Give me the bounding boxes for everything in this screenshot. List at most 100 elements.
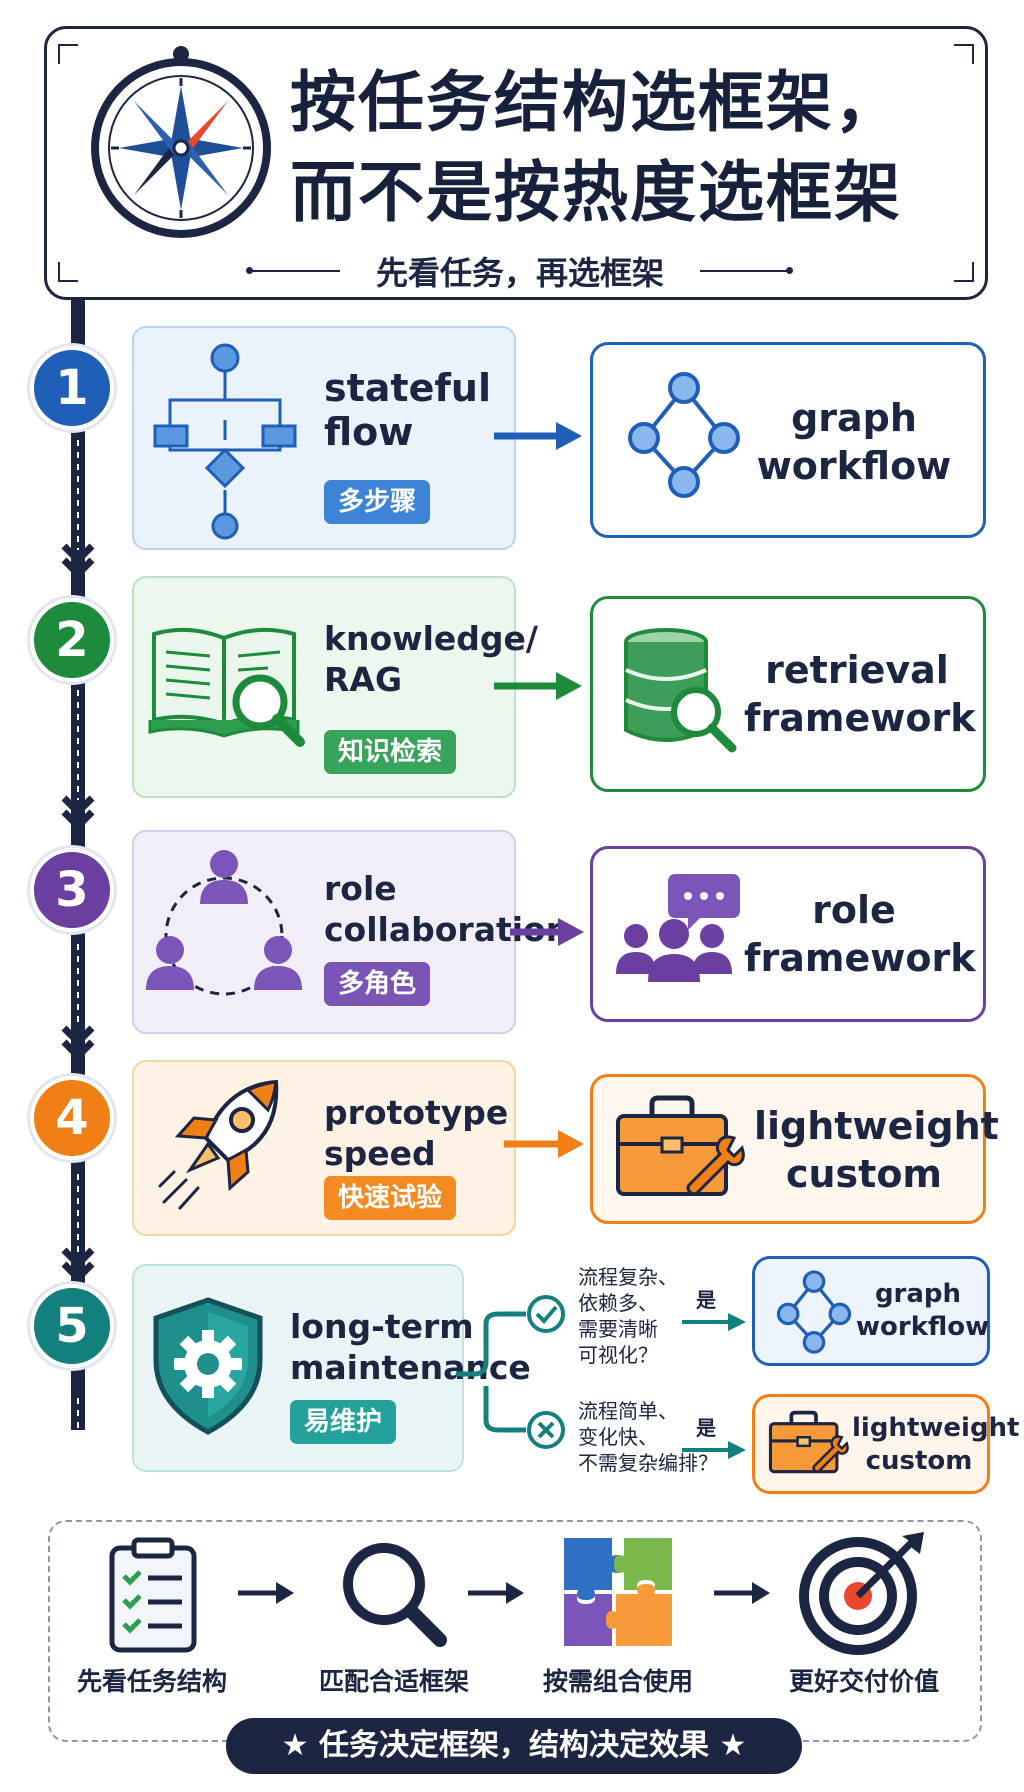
corner-mark	[58, 44, 78, 64]
graph-nodes-icon	[776, 1270, 852, 1354]
toolbox-wrench-icon	[768, 1410, 849, 1474]
target-label-line: retrieval	[765, 648, 949, 692]
condition-line: 可视化？	[578, 1343, 658, 1367]
process-step-label: 更好交付价值	[788, 1667, 939, 1696]
target-label-4: lightweight custom	[754, 1102, 999, 1198]
process-step-label: 匹配合适框架	[318, 1667, 469, 1696]
book-search-icon	[148, 627, 305, 747]
target-label-line: lightweight	[852, 1413, 1020, 1443]
title-line-1: 按任务结构选框架，	[290, 64, 902, 141]
arrow-right-icon	[504, 1130, 584, 1158]
target-label-line: framework	[744, 936, 976, 980]
step-number-4: 4	[30, 1076, 114, 1160]
page-title: 按任务结构选框架， 而不是按热度选框架	[290, 58, 980, 238]
process-step-label: 先看任务结构	[76, 1667, 227, 1696]
subtitle-rule-right	[700, 270, 790, 272]
team-cycle-icon	[146, 850, 302, 996]
arrow-right-icon	[238, 1582, 294, 1604]
condition-line: 不需复杂编排？	[578, 1451, 718, 1475]
database-search-icon	[624, 628, 737, 753]
step-label-line: RAG	[324, 660, 403, 699]
target-label-line: framework	[744, 696, 976, 740]
subtitle-dot	[786, 267, 793, 274]
step-number-5: 5	[30, 1284, 114, 1368]
arrow-right-icon	[510, 918, 584, 946]
process-step-label: 按需组合使用	[542, 1667, 693, 1696]
timeline-dash	[77, 440, 79, 550]
target-arrow-icon	[799, 1532, 924, 1655]
clipboard-checklist-icon	[109, 1537, 197, 1653]
condition-line: 流程复杂、	[578, 1265, 678, 1289]
step-badge-3: 多角色	[324, 962, 431, 1006]
step-label-line: role	[324, 869, 397, 908]
step-label-line: speed	[324, 1134, 436, 1173]
shield-gear-icon	[153, 1297, 263, 1435]
team-chat-icon	[616, 874, 740, 982]
branch-connector	[456, 1311, 526, 1433]
target-label-2: retrieval framework	[744, 646, 976, 742]
yes-label: 是	[696, 1416, 716, 1440]
step-number-2: 2	[30, 598, 114, 682]
step-label-5: long-term maintenance	[290, 1306, 531, 1388]
chevron-down-icon	[61, 543, 95, 579]
title-line-2: 而不是按热度选框架	[290, 154, 902, 231]
target-label-line: custom	[865, 1446, 973, 1476]
timeline-dash	[77, 1398, 79, 1428]
branch-target-label-1: graph workflow	[856, 1278, 990, 1344]
puzzle-icon	[564, 1538, 672, 1646]
condition-line: 需要清晰	[578, 1317, 658, 1341]
graph-nodes-icon	[628, 372, 740, 498]
target-label-3: role framework	[744, 886, 976, 982]
arrow-right-icon	[682, 1441, 746, 1459]
subtitle-dot	[246, 267, 253, 274]
chevron-down-icon	[61, 1247, 95, 1283]
arrow-right-icon	[714, 1582, 770, 1604]
yes-label: 是	[696, 1288, 716, 1312]
target-label-line: workflow	[856, 1312, 990, 1342]
step-number-1: 1	[30, 346, 114, 430]
chevron-down-icon	[61, 795, 95, 831]
corner-mark	[58, 262, 78, 282]
rocket-icon	[158, 1079, 279, 1210]
step-badge-1: 多步骤	[324, 480, 431, 524]
subtitle-rule-left	[250, 270, 340, 272]
step-label-4: prototype speed	[324, 1092, 508, 1174]
compass-icon	[91, 46, 271, 238]
target-card-1	[590, 342, 986, 538]
step-label-line: prototype	[324, 1093, 509, 1132]
timeline-dash	[77, 944, 79, 1024]
arrow-right-icon	[468, 1582, 524, 1604]
magnifier-icon	[343, 1543, 447, 1647]
target-label-line: workflow	[756, 444, 952, 488]
arrow-right-icon	[494, 672, 582, 700]
branch-condition-1: 流程复杂、 依赖多、 需要清晰 可视化？	[578, 1264, 678, 1368]
step-label-line: knowledge/	[324, 619, 538, 658]
target-label-line: custom	[785, 1152, 943, 1196]
arrow-right-icon	[682, 1313, 746, 1331]
x-circle-icon	[527, 1411, 565, 1449]
step-label-line: stateful	[324, 366, 491, 410]
timeline-dash	[77, 1174, 79, 1254]
step-number-3: 3	[30, 848, 114, 932]
target-label-line: graph	[791, 396, 917, 440]
target-label-1: graph workflow	[744, 394, 964, 490]
step-badge-4: 快速试验	[324, 1176, 457, 1220]
step-badge-5: 易维护	[290, 1400, 397, 1444]
step-label-line: long-term	[290, 1307, 474, 1346]
subtitle: 先看任务，再选框架	[375, 254, 664, 292]
target-card-3	[590, 846, 986, 1022]
timeline-dash	[77, 690, 79, 800]
arrow-right-icon	[494, 422, 582, 450]
step-label-line: flow	[324, 410, 414, 454]
chevron-down-icon	[61, 1025, 95, 1061]
step-badge-2: 知识检索	[324, 730, 457, 774]
corner-mark	[954, 262, 974, 282]
condition-line: 依赖多、	[578, 1291, 658, 1315]
branch-target-label-2: lightweight custom	[852, 1412, 1020, 1478]
flowchart-icon	[153, 343, 297, 540]
check-circle-icon	[527, 1295, 565, 1333]
toolbox-wrench-icon	[616, 1095, 745, 1196]
step-label-2: knowledge/ RAG	[324, 618, 538, 700]
step-label-line: maintenance	[290, 1348, 531, 1387]
condition-line: 变化快、	[578, 1425, 658, 1449]
